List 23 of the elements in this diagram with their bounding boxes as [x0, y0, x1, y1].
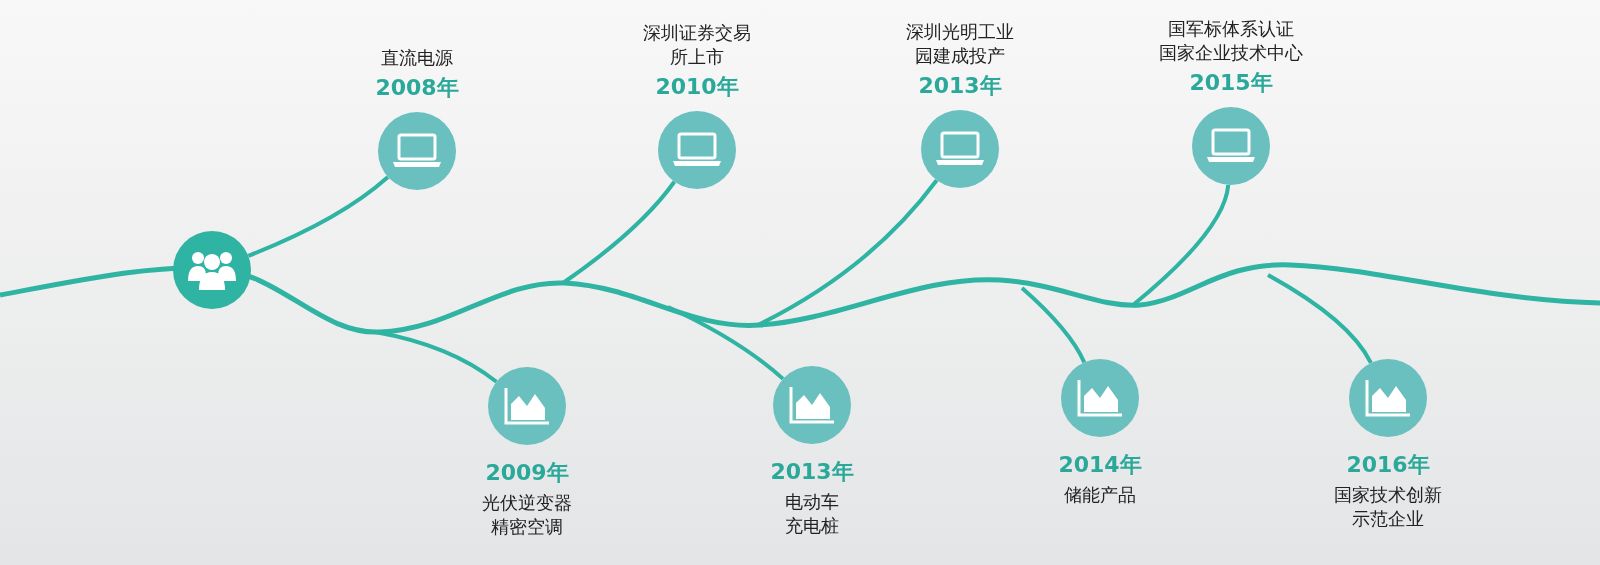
milestone-text: 深圳光明工业园建成投产	[906, 20, 1014, 68]
milestone-text: 国军标体系认证	[1168, 17, 1294, 41]
milestone-text: 直流电源	[381, 46, 453, 70]
year-label: 2016年	[1346, 451, 1430, 479]
milestone-text: 精密空调	[491, 515, 563, 539]
year-label: 2013年	[918, 72, 1002, 100]
year-label: 2015年	[1189, 69, 1273, 97]
milestone-text: 储能产品	[1064, 483, 1136, 507]
connector-line	[1020, 286, 1087, 364]
year-label: 2013年	[770, 458, 854, 486]
year-label: 2014年	[1058, 451, 1142, 479]
milestone-text: 国家技术创新示范企业	[1334, 483, 1442, 531]
year-label: 2010年	[655, 73, 739, 101]
milestone-text: 深圳证券交易所上市	[643, 21, 751, 69]
year-label: 2009年	[485, 459, 569, 487]
milestone-text: 国家企业技术中心	[1159, 41, 1303, 65]
milestone-text: 光伏逆变器	[482, 491, 572, 515]
connector-line	[374, 330, 498, 384]
connector-line	[247, 175, 390, 258]
milestone-text: 电动车充电桩	[785, 490, 839, 538]
connector-line	[1267, 273, 1373, 364]
connector-line	[667, 305, 785, 381]
year-label: 2008年	[375, 74, 459, 102]
